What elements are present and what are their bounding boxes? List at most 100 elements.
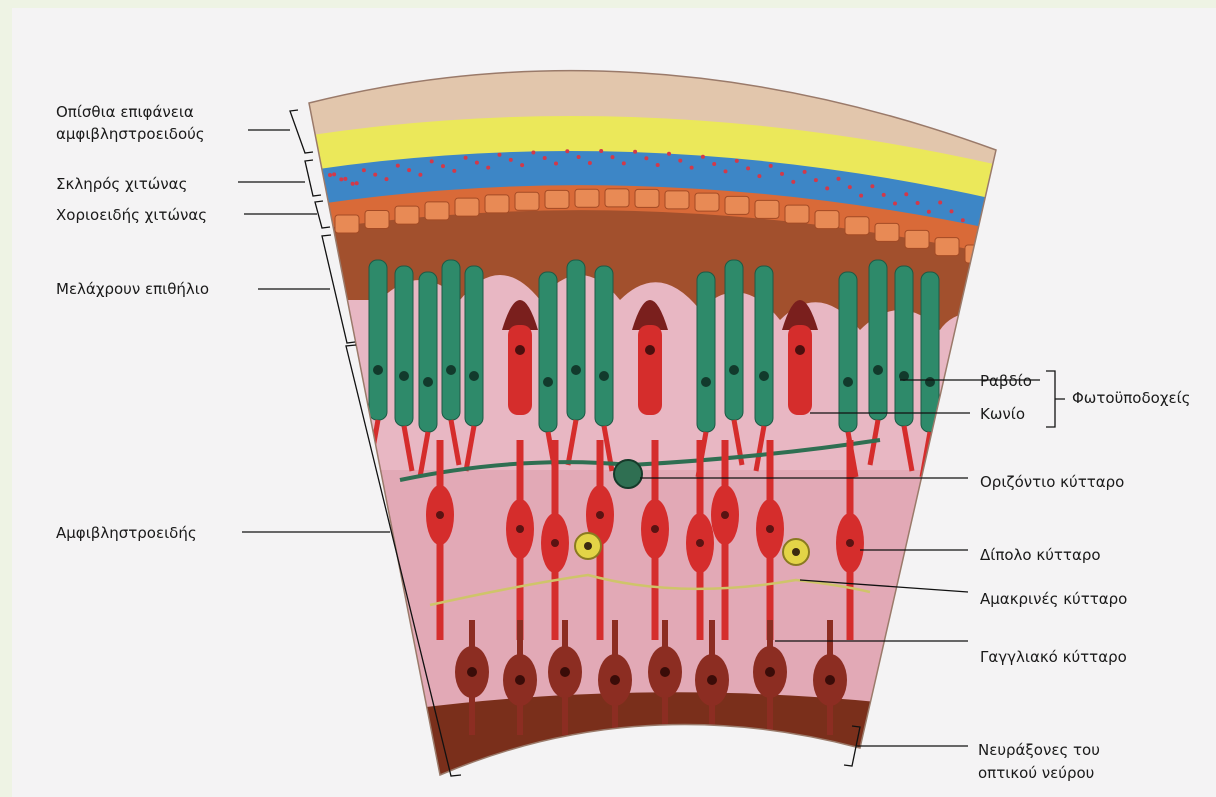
choroid-dot bbox=[362, 168, 366, 172]
cone-cell bbox=[638, 325, 662, 415]
choroid-dot bbox=[373, 173, 377, 177]
choroid-dot bbox=[396, 164, 400, 168]
choroid-dot bbox=[622, 161, 626, 165]
bracket-posterior bbox=[290, 110, 313, 153]
choroid-dot bbox=[486, 166, 490, 170]
pigment-cell bbox=[665, 191, 689, 209]
choroid-dot bbox=[430, 159, 434, 163]
choroid-dot bbox=[464, 156, 468, 160]
bipolar-cell-nucleus bbox=[651, 525, 659, 533]
amacrine-cell-nucleus bbox=[792, 548, 800, 556]
choroid-dot bbox=[667, 152, 671, 156]
choroid-dot bbox=[475, 161, 479, 165]
label-cone: Κωνίο bbox=[980, 405, 1025, 423]
rod-cell bbox=[419, 272, 437, 432]
bipolar-cell-nucleus bbox=[696, 539, 704, 547]
label-horizontal-cell: Οριζόντιο κύτταρο bbox=[980, 473, 1124, 491]
choroid-dot bbox=[577, 155, 581, 159]
choroid-dot bbox=[554, 162, 558, 166]
choroid-dot bbox=[332, 172, 336, 176]
label-rod: Ραβδίο bbox=[980, 372, 1032, 390]
choroid-dot bbox=[735, 159, 739, 163]
choroid-dot bbox=[644, 156, 648, 160]
choroid-dot bbox=[848, 185, 852, 189]
choroid-dot bbox=[543, 156, 547, 160]
rod-nucleus bbox=[423, 377, 433, 387]
choroid-dot bbox=[837, 177, 841, 181]
rod-nucleus bbox=[373, 365, 383, 375]
label-pigment-epithelium: Μελάχρουν επιθήλιο bbox=[56, 280, 209, 298]
choroid-dot bbox=[690, 166, 694, 170]
rod-cell bbox=[465, 266, 483, 426]
pigment-cell bbox=[785, 205, 809, 223]
pigment-cell bbox=[935, 238, 959, 256]
pigment-cell bbox=[605, 189, 629, 207]
rod-nucleus bbox=[843, 377, 853, 387]
choroid-dot bbox=[757, 174, 761, 178]
label-sclera: Σκληρός χιτώνας bbox=[56, 175, 187, 193]
amacrine-cell-nucleus bbox=[584, 542, 592, 550]
label-photoreceptors: Φωτοϋποδοχείς bbox=[1072, 389, 1190, 407]
choroid-dot bbox=[588, 161, 592, 165]
rod-nucleus bbox=[399, 371, 409, 381]
choroid-dot bbox=[950, 209, 954, 213]
ganglion-cell-nucleus bbox=[765, 667, 775, 677]
choroid-dot bbox=[531, 150, 535, 154]
bipolar-cell-nucleus bbox=[436, 511, 444, 519]
choroid-dot bbox=[893, 202, 897, 206]
rod-nucleus bbox=[571, 365, 581, 375]
rod-cell bbox=[442, 260, 460, 420]
choroid-dot bbox=[452, 169, 456, 173]
cone-cell bbox=[788, 325, 812, 415]
ganglion-cell-nucleus bbox=[467, 667, 477, 677]
rod-cell bbox=[369, 260, 387, 420]
bipolar-cell-nucleus bbox=[846, 539, 854, 547]
pigment-cell bbox=[575, 189, 599, 207]
pigment-cell bbox=[875, 223, 899, 241]
pigment-cell bbox=[755, 200, 779, 218]
choroid-dot bbox=[746, 166, 750, 170]
pigment-cell bbox=[965, 245, 989, 263]
label-bipolar-cell: Δίπολο κύτταρο bbox=[980, 546, 1101, 564]
choroid-dot bbox=[611, 155, 615, 159]
rod-cell bbox=[395, 266, 413, 426]
choroid-dot bbox=[656, 163, 660, 167]
rod-cell bbox=[539, 272, 557, 432]
bracket-sclera bbox=[305, 160, 321, 196]
label-optic-axons-line1: Νευράξονες του bbox=[978, 741, 1100, 759]
choroid-dot bbox=[814, 178, 818, 182]
choroid-dot bbox=[791, 180, 795, 184]
rod-nucleus bbox=[729, 365, 739, 375]
rod-nucleus bbox=[759, 371, 769, 381]
rod-nucleus bbox=[599, 371, 609, 381]
pigment-cell bbox=[695, 193, 719, 211]
bracket-choroid bbox=[315, 201, 330, 228]
choroid-dot bbox=[769, 164, 773, 168]
ganglion-cell-nucleus bbox=[825, 675, 835, 685]
rod-nucleus bbox=[925, 377, 935, 387]
pigment-cell bbox=[395, 206, 419, 224]
rod-nucleus bbox=[469, 371, 479, 381]
ganglion-cell-nucleus bbox=[707, 675, 717, 685]
choroid-dot bbox=[385, 177, 389, 181]
rod-cell bbox=[595, 266, 613, 426]
choroid-dot bbox=[441, 164, 445, 168]
choroid-dot bbox=[498, 153, 502, 157]
pigment-cell bbox=[365, 210, 389, 228]
bipolar-cell-nucleus bbox=[596, 511, 604, 519]
choroid-dot bbox=[339, 177, 343, 181]
pigment-cell bbox=[905, 230, 929, 248]
pigment-cell bbox=[425, 202, 449, 220]
rod-cell bbox=[697, 272, 715, 432]
label-optic-axons-line2: οπτικού νεύρου bbox=[978, 764, 1094, 782]
pigment-cell bbox=[725, 196, 749, 214]
ganglion-cell-nucleus bbox=[515, 675, 525, 685]
choroid-dot bbox=[599, 149, 603, 153]
choroid-dot bbox=[927, 210, 931, 214]
bracket-photoreceptors bbox=[1046, 371, 1065, 427]
cone-cell bbox=[508, 325, 532, 415]
optic-nerve-axon-layer bbox=[280, 692, 1020, 797]
pigment-cell bbox=[635, 189, 659, 207]
